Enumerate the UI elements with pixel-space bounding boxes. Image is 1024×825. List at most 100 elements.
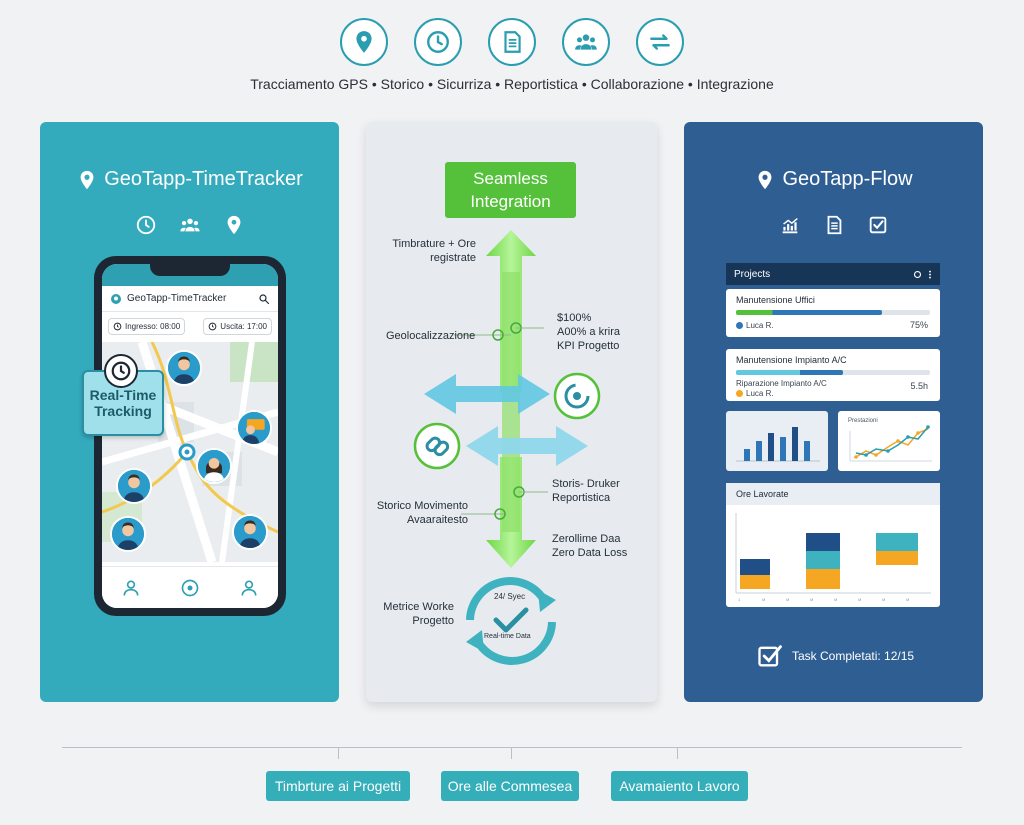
- clock-in-chip[interactable]: Ingresso: 08:00: [108, 318, 186, 335]
- flow-brand: GeoTapp-Flow: [684, 168, 983, 191]
- metriche-label-line-1: Metrice Worke: [383, 601, 454, 613]
- location-pin-icon: [759, 170, 772, 189]
- zero-data-loss-label: Zerollime Daa Zero Data Loss: [552, 532, 627, 560]
- phone-bottom-nav: [102, 566, 278, 608]
- bottom-divider-tick: [677, 747, 678, 759]
- location-pin-icon: [227, 215, 240, 235]
- horizontal-arrow-shape: [424, 374, 550, 414]
- refresh-icon[interactable]: [913, 270, 922, 279]
- kpi-label-line-1: $100%: [557, 312, 592, 324]
- flow-panel: GeoTapp-Flow Projects Manutensione Uffic…: [684, 122, 983, 702]
- search-icon[interactable]: [258, 293, 270, 305]
- avanzamento-lavoro-button[interactable]: Avamaiento Lavoro: [611, 771, 748, 801]
- timetracker-brand-name: GeoTapp-TimeTracker: [104, 168, 303, 190]
- location-pin-icon[interactable]: [340, 18, 388, 66]
- seamless-integration-title: Seamless Integration: [445, 162, 576, 218]
- svg-text:M: M: [810, 597, 813, 602]
- worker-avatar[interactable]: [196, 448, 232, 484]
- project-assignee: Luca R.: [736, 389, 774, 398]
- cycle-bottom-label: Real-time Data: [484, 633, 531, 640]
- timbrature-progetti-button[interactable]: Timbrture ai Progetti: [266, 771, 410, 801]
- zero-data-loss-line-1: Zerollime Daa: [552, 533, 621, 545]
- clock-out-text: Uscita: 17:00: [220, 322, 267, 331]
- checkbox-icon: [869, 216, 886, 234]
- project-hours: 5.5h: [910, 381, 928, 391]
- svg-text:M: M: [762, 597, 765, 602]
- seamless-title-line-1: Seamless: [473, 169, 548, 188]
- badge-line-1: Real-Time: [89, 387, 157, 403]
- document-icon[interactable]: [488, 18, 536, 66]
- exchange-arrows-icon[interactable]: [636, 18, 684, 66]
- clock-out-chip[interactable]: Uscita: 17:00: [203, 318, 272, 335]
- storico-label: Storico Movimento Avaaraitesto: [368, 499, 468, 527]
- timbrature-label-line-2: registrate: [430, 252, 476, 264]
- integration-panel: Seamless Integration: [366, 122, 657, 702]
- worker-avatar[interactable]: [236, 410, 272, 446]
- phone-notch: [150, 264, 230, 276]
- bar-chart-card[interactable]: [726, 411, 828, 471]
- cycle-top-label: 24/ Syec: [494, 592, 526, 601]
- reportistica-label-line-1: Storis- Druker: [552, 478, 620, 490]
- kpi-label-line-3: KPI Progetto: [557, 340, 620, 352]
- clock-icon[interactable]: [414, 18, 462, 66]
- svg-text:M: M: [906, 597, 909, 602]
- clock-icon: [113, 322, 122, 331]
- project-progress-fill: [736, 310, 882, 315]
- svg-text:M: M: [786, 597, 789, 602]
- integration-diagram: [413, 230, 601, 665]
- project-assignee: Luca R.: [736, 321, 774, 330]
- document-icon: [827, 215, 841, 235]
- project-card[interactable]: Manutensione Uffici Luca R. 75%: [726, 289, 940, 337]
- mini-line-chart: [849, 425, 932, 462]
- badge-line-2: Tracking: [94, 403, 152, 419]
- projects-header-icons: [913, 270, 932, 279]
- worker-avatar[interactable]: [116, 468, 152, 504]
- person-icon[interactable]: [121, 578, 141, 598]
- location-target-icon[interactable]: [180, 578, 200, 598]
- phone-shift-chips: Ingresso: 08:00 Uscita: 17:00: [102, 312, 278, 341]
- worker-avatar[interactable]: [232, 514, 268, 550]
- timetracker-feature-icons: [40, 214, 339, 236]
- location-pin-icon: [80, 170, 94, 189]
- projects-label: Projects: [734, 268, 771, 280]
- horizontal-arrow-shape: [466, 426, 588, 466]
- person-icon[interactable]: [239, 578, 259, 598]
- team-icon[interactable]: [562, 18, 610, 66]
- svg-text:M: M: [834, 597, 837, 602]
- feature-list: Tracciamento GPS • Storico • Sicurriza •…: [250, 76, 774, 92]
- chart-icon: [782, 218, 798, 234]
- reportistica-label: Storis- Druker Reportistica: [552, 477, 620, 505]
- ore-commesse-button[interactable]: Ore alle Commesea: [441, 771, 579, 801]
- feature-icon-row: [0, 18, 1024, 66]
- projects-header: Projects: [726, 263, 940, 285]
- metriche-label-line-2: Progetto: [412, 615, 454, 627]
- checkbox-icon: [758, 645, 782, 667]
- bottom-divider-tick: [511, 747, 512, 759]
- metriche-label: Metrice Worke Progetto: [370, 600, 454, 628]
- svg-text:M: M: [858, 597, 861, 602]
- worker-avatar[interactable]: [166, 350, 202, 386]
- hours-worked-card[interactable]: Ore Lavorate 1 M M M M M M M: [726, 483, 940, 607]
- reportistica-label-line-2: Reportistica: [552, 492, 611, 504]
- flow-brand-name: GeoTapp-Flow: [782, 168, 913, 190]
- project-progress-fill: [736, 370, 843, 375]
- clock-in-text: Ingresso: 08:00: [125, 322, 181, 331]
- flow-feature-icons: [684, 214, 983, 236]
- menu-dots-icon[interactable]: [928, 270, 932, 279]
- seamless-title-line-2: Integration: [470, 192, 551, 211]
- phone-mockup: GeoTapp-TimeTracker Ingresso: 08:00 Usci…: [94, 256, 286, 616]
- line-chart-card[interactable]: Prestazioni: [838, 411, 940, 471]
- storico-label-line-2: Avaaraitesto: [407, 514, 468, 526]
- project-card[interactable]: Manutensione Impianto A/C Riparazione Im…: [726, 349, 940, 401]
- tasks-completed-text: Task Completati: 12/15: [792, 649, 915, 663]
- timbrature-label: Timbrature + Ore registrate: [382, 237, 476, 265]
- timbrature-label-line-1: Timbrature + Ore: [392, 238, 476, 250]
- timetracker-panel: GeoTapp-TimeTracker GeoTapp-TimeTracker …: [40, 122, 339, 702]
- hours-stacked-chart: 1 M M M M M M M: [735, 513, 931, 602]
- project-assignee-name: Luca R.: [746, 389, 774, 398]
- svg-text:1: 1: [738, 597, 741, 602]
- hours-worked-label: Ore Lavorate: [726, 483, 940, 505]
- clock-icon: [104, 354, 138, 388]
- worker-avatar[interactable]: [110, 516, 146, 552]
